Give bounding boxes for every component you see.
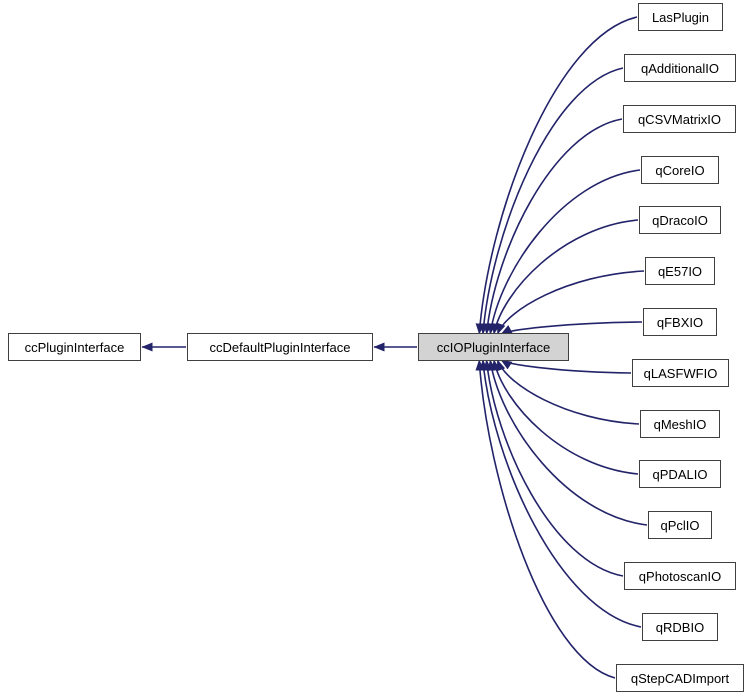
- node-label: qDracoIO: [652, 212, 708, 228]
- node-label: qPhotoscanIO: [638, 568, 722, 584]
- node-q-pdalio[interactable]: qPDALIO: [639, 460, 721, 488]
- node-q-additional-io[interactable]: qAdditionalIO: [624, 54, 736, 82]
- node-q-csvmatrix-io[interactable]: qCSVMatrixIO: [623, 105, 736, 133]
- node-q-pcl-io[interactable]: qPclIO: [648, 511, 712, 539]
- edge-q-core-io-to-cc-ioplugin-interface: [487, 169, 641, 335]
- node-label: qCoreIO: [655, 162, 705, 178]
- node-label: qLASFWFIO: [643, 365, 718, 381]
- node-q-draco-io[interactable]: qDracoIO: [639, 206, 721, 234]
- edge-q-photoscan-io-to-cc-ioplugin-interface: [483, 359, 624, 577]
- node-label: ccIOPluginInterface: [436, 339, 551, 355]
- node-cc-default-plugin-interface[interactable]: ccDefaultPluginInterface: [187, 333, 373, 361]
- node-q-e57-io[interactable]: qE57IO: [645, 257, 715, 285]
- node-label: qRDBIO: [655, 619, 705, 635]
- node-label: ccDefaultPluginInterface: [209, 339, 351, 355]
- edge-q-rdbio-to-cc-ioplugin-interface: [479, 359, 642, 628]
- node-label: qStepCADImport: [630, 670, 730, 686]
- node-q-fbxio[interactable]: qFBXIO: [643, 308, 717, 336]
- node-q-mesh-io[interactable]: qMeshIO: [640, 410, 720, 438]
- node-label: qCSVMatrixIO: [637, 111, 722, 127]
- node-q-lasfwfio[interactable]: qLASFWFIO: [632, 359, 729, 387]
- node-cc-ioplugin-interface[interactable]: ccIOPluginInterface: [418, 333, 569, 361]
- edge-q-pcl-io-to-cc-ioplugin-interface: [487, 359, 648, 526]
- node-label: ccPluginInterface: [24, 339, 125, 355]
- node-q-rdbio[interactable]: qRDBIO: [642, 613, 718, 641]
- edge-q-mesh-io-to-cc-ioplugin-interface: [496, 359, 640, 425]
- edge-q-step-cadimport-to-cc-ioplugin-interface: [475, 359, 616, 679]
- edge-q-additional-io-to-cc-ioplugin-interface: [479, 67, 624, 335]
- node-las-plugin[interactable]: LasPlugin: [638, 3, 723, 31]
- edge-q-draco-io-to-cc-ioplugin-interface: [491, 219, 639, 335]
- node-label: qPDALIO: [652, 466, 708, 482]
- node-label: qAdditionalIO: [640, 60, 720, 76]
- node-q-photoscan-io[interactable]: qPhotoscanIO: [624, 562, 736, 590]
- node-label: LasPlugin: [651, 9, 710, 25]
- node-q-core-io[interactable]: qCoreIO: [641, 156, 719, 184]
- edge-q-pdalio-to-cc-ioplugin-interface: [491, 359, 639, 475]
- node-label: qPclIO: [660, 517, 700, 533]
- edge-q-csvmatrix-io-to-cc-ioplugin-interface: [483, 118, 623, 335]
- edge-q-lasfwfio-to-cc-ioplugin-interface: [500, 359, 632, 374]
- node-label: qE57IO: [657, 263, 703, 279]
- edge-las-plugin-to-cc-ioplugin-interface: [475, 16, 638, 335]
- node-label: qMeshIO: [653, 416, 707, 432]
- node-q-step-cadimport[interactable]: qStepCADImport: [616, 664, 744, 692]
- edge-q-e57-io-to-cc-ioplugin-interface: [496, 270, 645, 335]
- node-label: qFBXIO: [656, 314, 704, 330]
- node-cc-plugin-interface[interactable]: ccPluginInterface: [8, 333, 141, 361]
